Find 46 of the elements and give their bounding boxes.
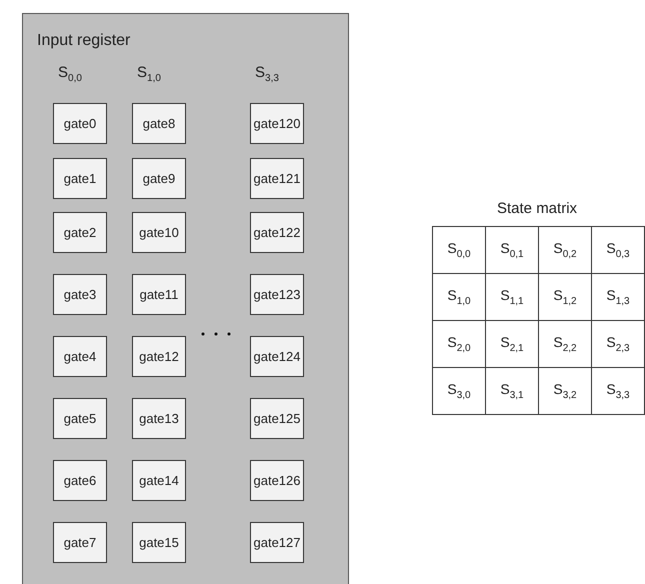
gate-box: gate11 — [132, 274, 186, 315]
gate-box: gate122 — [250, 212, 304, 253]
gate-box: gate120 — [250, 103, 304, 144]
matrix-cell: S$_{0,0}$ — [432, 226, 486, 274]
gate-box: gate13 — [132, 398, 186, 439]
column-header: S$_{0,0}$ — [58, 64, 82, 84]
gate-box: gate124 — [250, 336, 304, 377]
matrix-cell: S$_{1,3}$ — [592, 274, 644, 320]
matrix-cell: S$_{3,3}$ — [592, 368, 644, 414]
gate-box: gate3 — [53, 274, 107, 315]
gate-box: gate4 — [53, 336, 107, 377]
matrix-cell: S$_{3,1}$ — [486, 368, 538, 414]
gate-box: gate5 — [53, 398, 107, 439]
gate-box: gate123 — [250, 274, 304, 315]
gate-box: gate6 — [53, 460, 107, 501]
gate-box: gate15 — [132, 522, 186, 563]
matrix-cell: S$_{2,3}$ — [592, 320, 644, 368]
matrix-cell: S$_{1,0}$ — [432, 274, 486, 320]
gate-box: gate121 — [250, 158, 304, 199]
matrix-cell: S$_{0,3}$ — [592, 226, 644, 274]
gate-box: gate8 — [132, 103, 186, 144]
matrix-cell: S$_{0,2}$ — [538, 226, 592, 274]
matrix-cell: S$_{0,1}$ — [486, 226, 538, 274]
gate-box: gate10 — [132, 212, 186, 253]
matrix-cell: S$_{2,2}$ — [538, 320, 592, 368]
register-panel — [22, 13, 349, 584]
column-header: S$_{3,3}$ — [255, 64, 279, 84]
gate-box: gate126 — [250, 460, 304, 501]
gate-box: gate125 — [250, 398, 304, 439]
gate-box: gate7 — [53, 522, 107, 563]
column-header: S$_{1,0}$ — [137, 64, 161, 84]
matrix-cell: S$_{2,0}$ — [432, 320, 486, 368]
matrix-cell: S$_{3,2}$ — [538, 368, 592, 414]
gate-box: gate12 — [132, 336, 186, 377]
matrix-title: State matrix — [497, 200, 578, 217]
gate-box: gate127 — [250, 522, 304, 563]
matrix-cell: S$_{1,1}$ — [486, 274, 538, 320]
matrix-cell: S$_{2,1}$ — [486, 320, 538, 368]
matrix-cell: S$_{3,0}$ — [432, 368, 486, 414]
gate-box: gate2 — [53, 212, 107, 253]
gate-box: gate14 — [132, 460, 186, 501]
register-title: Input register — [37, 32, 130, 50]
matrix-cell: S$_{1,2}$ — [538, 274, 592, 320]
gate-box: gate1 — [53, 158, 107, 199]
gate-box: gate9 — [132, 158, 186, 199]
gate-box: gate0 — [53, 103, 107, 144]
